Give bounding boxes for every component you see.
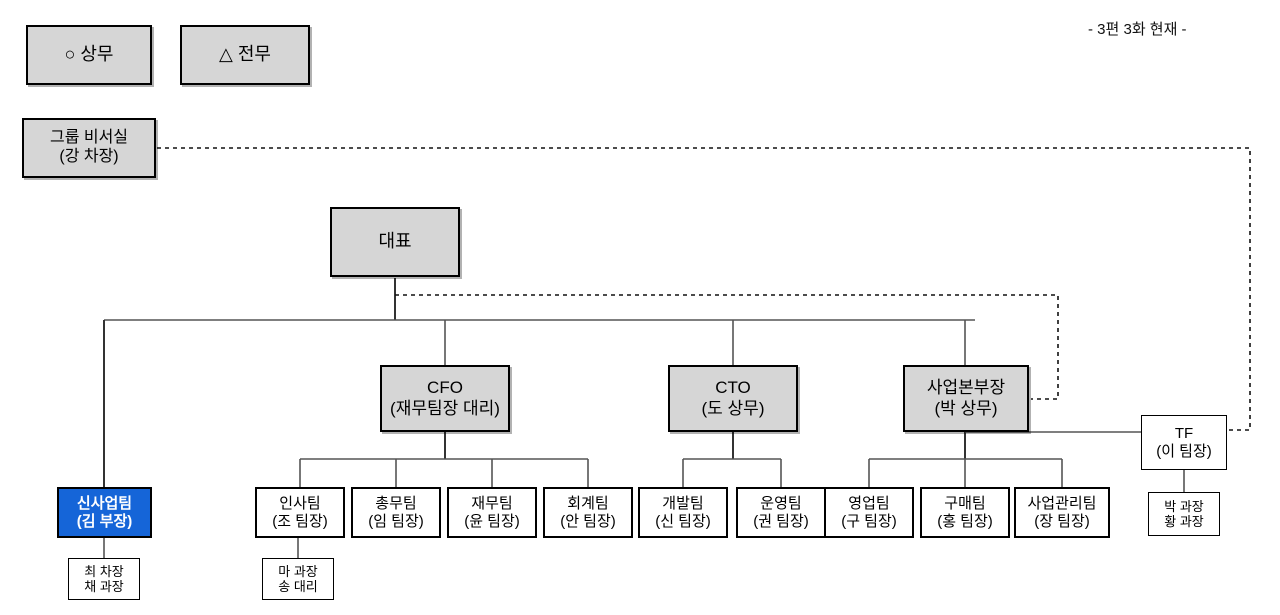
node-cfo-person: (재무팀장 대리)	[390, 398, 500, 418]
node-hr-team-title: 인사팀	[279, 494, 321, 512]
node-finance-team-title: 재무팀	[471, 494, 513, 512]
node-accounting-team-title: 회계팀	[567, 494, 609, 512]
node-new-business-member-1: 최 차장	[84, 563, 124, 579]
node-biz-head-title: 사업본부장	[926, 378, 1006, 398]
node-tf-member-2: 황 과장	[1164, 514, 1204, 529]
node-ga-members[interactable]: 마 과장 송 대리	[262, 558, 334, 600]
legend-jeonmu-label: △ 전무	[219, 44, 271, 65]
node-finance-team[interactable]: 재무팀 (윤 팀장)	[447, 487, 537, 538]
node-biz-head[interactable]: 사업본부장 (박 상무)	[903, 365, 1029, 432]
node-accounting-team-person: (안 팀장)	[560, 512, 616, 530]
node-biz-head-person: (박 상무)	[934, 398, 998, 418]
node-new-business-members[interactable]: 최 차장 채 과장	[68, 558, 140, 600]
node-sales-team-person: (구 팀장)	[841, 512, 897, 530]
node-group-secretary-title: 그룹 비서실	[49, 129, 129, 147]
node-purchasing-team-person: (홍 팀장)	[937, 512, 993, 530]
legend-sangmu-label: ○ 상무	[64, 44, 114, 65]
node-ceo[interactable]: 대표	[330, 207, 460, 277]
node-tf-member-1: 박 과장	[1164, 498, 1204, 514]
node-new-business-team-person: (김 부장)	[76, 512, 133, 530]
node-ops-team[interactable]: 운영팀 (권 팀장)	[736, 487, 826, 538]
node-ga-team-person: (임 팀장)	[368, 512, 424, 530]
node-biz-mgmt-team[interactable]: 사업관리팀 (장 팀장)	[1014, 487, 1110, 538]
node-cto-title: CTO	[715, 378, 751, 398]
node-ga-member-1: 마 과장	[278, 563, 318, 579]
legend-jeonmu: △ 전무	[180, 25, 310, 85]
node-new-business-team-title: 신사업팀	[76, 494, 133, 512]
node-tf-person: (이 팀장)	[1156, 442, 1212, 460]
node-accounting-team[interactable]: 회계팀 (안 팀장)	[543, 487, 633, 538]
node-new-business-member-2: 채 과장	[84, 579, 124, 594]
node-new-business-team[interactable]: 신사업팀 (김 부장)	[57, 487, 152, 538]
node-tf[interactable]: TF (이 팀장)	[1141, 415, 1227, 470]
node-cto[interactable]: CTO (도 상무)	[668, 365, 798, 432]
node-purchasing-team[interactable]: 구매팀 (홍 팀장)	[920, 487, 1010, 538]
node-dev-team-title: 개발팀	[662, 494, 704, 512]
node-hr-team-person: (조 팀장)	[272, 512, 328, 530]
node-finance-team-person: (윤 팀장)	[464, 512, 520, 530]
node-sales-team[interactable]: 영업팀 (구 팀장)	[824, 487, 914, 538]
node-cfo[interactable]: CFO (재무팀장 대리)	[380, 365, 510, 432]
timestamp-note: - 3편 3화 현재 -	[1088, 21, 1187, 38]
node-group-secretary[interactable]: 그룹 비서실 (강 차장)	[22, 118, 156, 178]
node-purchasing-team-title: 구매팀	[944, 494, 986, 512]
node-dev-team[interactable]: 개발팀 (신 팀장)	[638, 487, 728, 538]
node-dev-team-person: (신 팀장)	[655, 512, 711, 530]
node-group-secretary-person: (강 차장)	[59, 148, 119, 165]
node-tf-title: TF	[1174, 424, 1194, 442]
node-ga-team-title: 총무팀	[375, 494, 417, 512]
node-ga-member-2: 송 대리	[278, 579, 318, 594]
node-ops-team-title: 운영팀	[760, 494, 802, 512]
node-ceo-title: 대표	[378, 231, 412, 252]
legend-sangmu: ○ 상무	[26, 25, 152, 85]
node-biz-mgmt-team-title: 사업관리팀	[1027, 494, 1097, 512]
node-ops-team-person: (권 팀장)	[753, 512, 809, 530]
node-ga-team[interactable]: 총무팀 (임 팀장)	[351, 487, 441, 538]
node-tf-members[interactable]: 박 과장 황 과장	[1148, 492, 1220, 536]
node-hr-team[interactable]: 인사팀 (조 팀장)	[255, 487, 345, 538]
node-cto-person: (도 상무)	[701, 398, 765, 418]
node-cfo-title: CFO	[427, 378, 463, 398]
node-sales-team-title: 영업팀	[848, 494, 890, 512]
node-biz-mgmt-team-person: (장 팀장)	[1034, 512, 1090, 530]
